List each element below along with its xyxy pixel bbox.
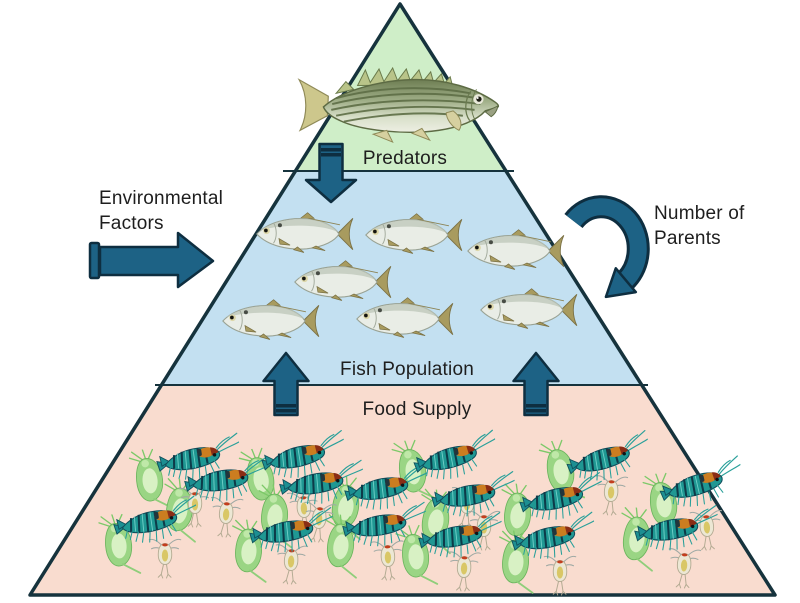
shrimp-icon bbox=[181, 456, 270, 505]
pyramid-outline bbox=[28, 2, 777, 597]
number-of-parents-curved-arrow bbox=[564, 195, 650, 299]
copepod-icon bbox=[208, 493, 244, 539]
food-supply-label: Food Supply bbox=[362, 399, 472, 420]
shrimp-icon bbox=[654, 455, 747, 515]
predator-fish-icon bbox=[297, 66, 502, 149]
shrimp-icon bbox=[257, 429, 349, 485]
shrimp-icon bbox=[409, 429, 501, 487]
food-supply-up-arrow-right bbox=[512, 351, 560, 417]
food-supply-up-arrow-left bbox=[262, 351, 310, 417]
copepod-icon bbox=[447, 547, 482, 592]
copepod-icon bbox=[543, 552, 577, 596]
fish-population-label: Fish Population bbox=[340, 359, 474, 380]
shrimp-icon bbox=[339, 501, 428, 550]
water-flea-icon bbox=[95, 513, 143, 578]
shrimp-icon bbox=[109, 495, 200, 549]
number-of-parents-label: Number of Parents bbox=[654, 203, 745, 250]
silver-fish-icon bbox=[289, 258, 393, 306]
water-flea-icon bbox=[125, 447, 174, 513]
shrimp-icon bbox=[246, 507, 336, 558]
shrimp-icon bbox=[428, 471, 518, 522]
silver-fish-icon bbox=[351, 295, 455, 343]
water-flea-icon bbox=[392, 524, 440, 589]
copepod-icon bbox=[593, 471, 629, 517]
shrimp-icon bbox=[562, 430, 655, 489]
silver-fish-icon bbox=[462, 227, 566, 275]
predation-down-arrow bbox=[304, 142, 358, 204]
copepod-icon bbox=[148, 535, 182, 579]
copepod-icon bbox=[371, 536, 406, 581]
copepod-icon bbox=[666, 544, 702, 590]
predators-label: Predators bbox=[362, 148, 448, 169]
environmental-factors-arrow bbox=[88, 231, 215, 289]
environmental-factors-label: Environmental Factors bbox=[99, 188, 224, 235]
silver-fish-icon bbox=[217, 297, 321, 345]
shrimp-icon bbox=[507, 511, 598, 565]
silver-fish-icon bbox=[475, 286, 579, 334]
shrimp-icon bbox=[415, 512, 505, 563]
silver-fish-icon bbox=[360, 211, 464, 259]
shrimp-icon bbox=[341, 463, 431, 515]
shrimp-icon bbox=[152, 432, 243, 486]
silver-fish-icon bbox=[251, 210, 355, 258]
shrimp-icon bbox=[631, 505, 721, 556]
shrimp-icon bbox=[276, 459, 365, 508]
shrimp-icon bbox=[515, 471, 607, 527]
